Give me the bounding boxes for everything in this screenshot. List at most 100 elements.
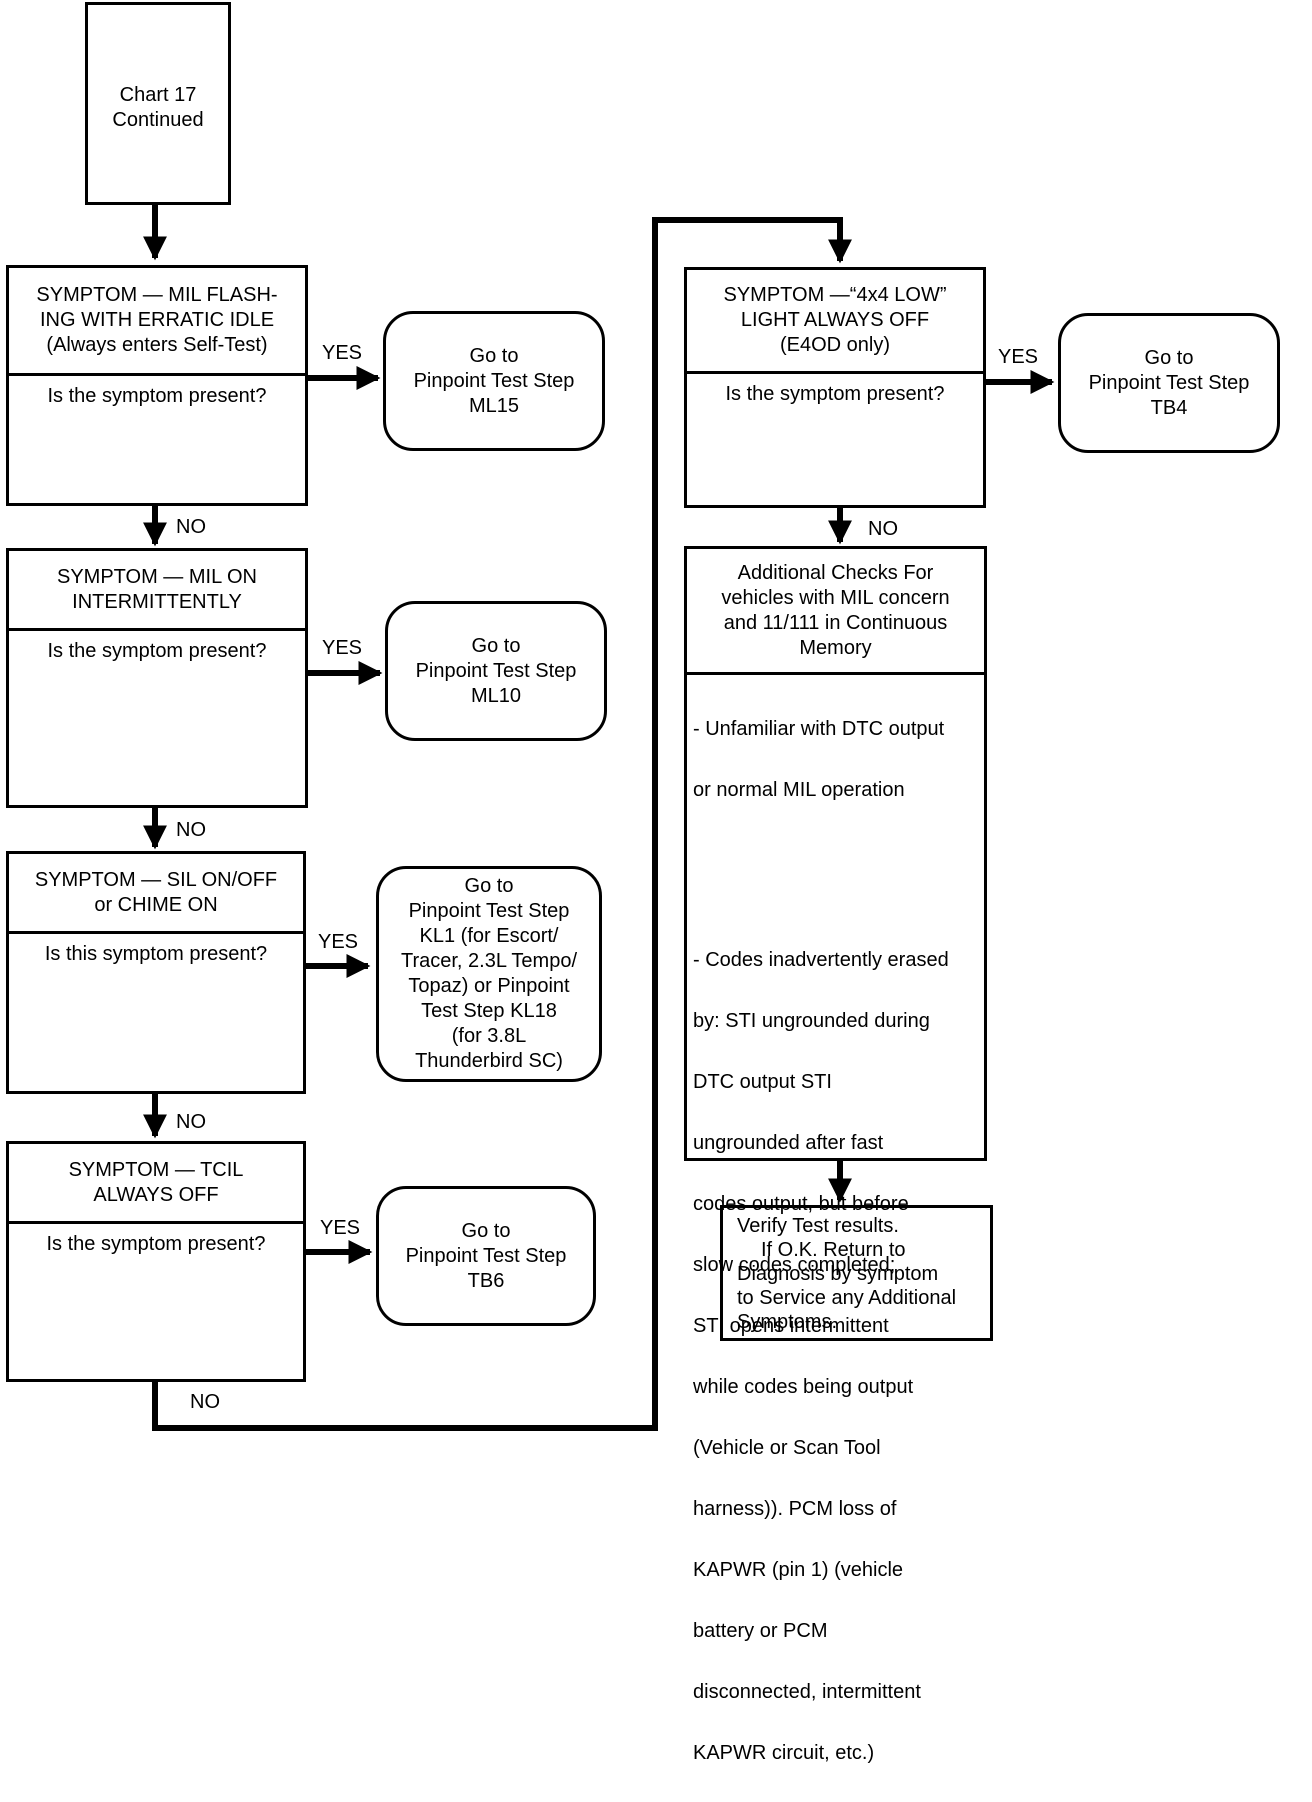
no-label: NO	[176, 819, 206, 841]
check-line: DTC output STI	[693, 1071, 832, 1093]
symptom-title: SYMPTOM — TCIL ALWAYS OFF	[9, 1144, 303, 1224]
action-box-kl1-kl18: Go to Pinpoint Test Step KL1 (for Escort…	[376, 866, 602, 1082]
check-line: harness)). PCM loss of	[693, 1498, 897, 1520]
symptom-title: SYMPTOM — MIL ON INTERMITTENTLY	[9, 551, 305, 631]
title-line: SYMPTOM — TCIL	[68, 1158, 244, 1181]
action-line: Thunderbird SC)	[415, 1050, 563, 1072]
title-line: (E4OD only)	[779, 334, 891, 356]
check-line: codes output, but before	[693, 1193, 909, 1215]
action-line: Pinpoint Test Step	[1088, 371, 1250, 394]
start-line: Continued	[112, 109, 204, 131]
no-label: NO	[176, 1111, 206, 1133]
question-text: Is the symptom present?	[47, 385, 267, 407]
action-box-ml15: Go to Pinpoint Test Step ML15	[383, 311, 605, 451]
title-line: SYMPTOM — MIL FLASH-	[36, 284, 278, 306]
title-line: Memory	[799, 636, 872, 659]
action-line: Pinpoint Test Step	[405, 1244, 567, 1267]
no-label: NO	[190, 1391, 220, 1413]
check-line: ungrounded after fast	[693, 1132, 884, 1154]
action-line: ML10	[470, 684, 522, 707]
check-line: KAPWR (pin 1) (vehicle	[693, 1559, 904, 1581]
symptom-box-mil-flashing: SYMPTOM — MIL FLASH- ING WITH ERRATIC ID…	[6, 265, 308, 506]
check-line: - Codes inadvertently erased	[693, 949, 949, 971]
action-box-tb4: Go to Pinpoint Test Step TB4	[1058, 313, 1280, 453]
yes-label: YES	[322, 637, 363, 659]
action-box-tb6: Go to Pinpoint Test Step TB6	[376, 1186, 596, 1326]
symptom-question: Is this symptom present?	[9, 934, 303, 967]
check-item-unfamiliar: - Unfamiliar with DTC output or normal M…	[693, 681, 980, 839]
connector-lines	[143, 205, 1055, 1431]
action-line: Go to	[1144, 346, 1194, 369]
check-line: or normal MIL operation	[693, 779, 905, 801]
action-line: Go to	[461, 1219, 511, 1242]
action-line: (for 3.8L	[451, 1025, 527, 1047]
check-line: by: STI ungrounded during	[693, 1010, 930, 1032]
check-line: battery or PCM	[693, 1620, 828, 1642]
action-line: Pinpoint Test Step	[413, 369, 575, 392]
action-line: TB6	[467, 1269, 505, 1292]
verify-box: Verify Test results. If O.K. Return to D…	[720, 1205, 993, 1341]
action-box-ml10: Go to Pinpoint Test Step ML10	[385, 601, 607, 741]
symptom-question: Is the symptom present?	[9, 376, 305, 409]
symptom-box-mil-intermittent: SYMPTOM — MIL ON INTERMITTENTLY Is the s…	[6, 548, 308, 808]
additional-checks-box: Additional Checks For vehicles with MIL …	[684, 546, 987, 1764]
check-line: while codes being output	[693, 1376, 914, 1398]
symptom-box-4x4-low: SYMPTOM —“4x4 LOW” LIGHT ALWAYS OFF (E4O…	[684, 267, 986, 508]
symptom-box-sil-chime: SYMPTOM — SIL ON/OFF or CHIME ON Is this…	[6, 851, 306, 1094]
action-line: Pinpoint Test Step	[408, 900, 570, 922]
start-line: Chart 17	[119, 84, 197, 106]
no-label: NO	[868, 518, 898, 540]
symptom-title: SYMPTOM — MIL FLASH- ING WITH ERRATIC ID…	[9, 268, 305, 376]
question-text: Is this symptom present?	[44, 943, 268, 965]
yes-label: YES	[318, 931, 359, 953]
title-line: INTERMITTENTLY	[72, 590, 242, 613]
check-line: (Vehicle or Scan Tool	[693, 1437, 881, 1459]
title-line: (Always enters Self-Test)	[46, 334, 268, 356]
title-line: ALWAYS OFF	[93, 1183, 219, 1206]
action-line: Tracer, 2.3L Tempo/	[400, 950, 577, 972]
check-line: slow codes completed;	[693, 1254, 896, 1276]
yes-label: YES	[998, 346, 1039, 368]
action-line: Topaz) or Pinpoint	[408, 975, 570, 997]
title-line: SYMPTOM — SIL ON/OFF	[34, 868, 278, 891]
title-line: SYMPTOM —“4x4 LOW”	[723, 284, 947, 306]
check-line: KAPWR circuit, etc.)	[693, 1742, 875, 1764]
action-line: TB4	[1150, 396, 1188, 419]
title-line: LIGHT ALWAYS OFF	[740, 309, 930, 331]
title-line: vehicles with MIL concern	[721, 586, 950, 609]
symptom-title: SYMPTOM — SIL ON/OFF or CHIME ON	[9, 854, 303, 934]
arrow-no-s4-path	[152, 217, 852, 1431]
question-text: Is the symptom present?	[725, 383, 945, 405]
additional-checks-title: Additional Checks For vehicles with MIL …	[687, 549, 984, 675]
action-line: ML15	[468, 394, 520, 417]
symptom-box-tcil: SYMPTOM — TCIL ALWAYS OFF Is the symptom…	[6, 1141, 306, 1382]
verify-line: Diagnosis by symptom	[737, 1263, 939, 1285]
question-text: Is the symptom present?	[46, 1233, 266, 1255]
title-line: ING WITH ERRATIC IDLE	[39, 309, 275, 331]
title-line: and 11/111 in Continuous	[723, 611, 948, 634]
verify-line: to Service any Additional	[737, 1287, 957, 1309]
no-label: NO	[176, 516, 206, 538]
symptom-question: Is the symptom present?	[9, 1224, 303, 1257]
action-line: Go to	[469, 344, 519, 367]
action-line: Test Step KL18	[421, 1000, 557, 1022]
title-line: SYMPTOM — MIL ON	[56, 565, 258, 588]
verify-line: Symptoms.	[737, 1311, 838, 1333]
action-line: Go to	[464, 875, 514, 897]
action-line: Go to	[471, 634, 521, 657]
yes-label: YES	[322, 342, 363, 364]
yes-label: YES	[320, 1217, 361, 1239]
title-line: or CHIME ON	[94, 893, 218, 916]
check-line: disconnected, intermittent	[693, 1681, 921, 1703]
check-line: STI opens intermittent	[693, 1315, 889, 1337]
check-line: - Unfamiliar with DTC output	[693, 718, 945, 740]
check-item-codes-erased: - Codes inadvertently erased by: STI ung…	[693, 912, 980, 1802]
start-box: Chart 17 Continued	[85, 2, 231, 205]
action-line: KL1 (for Escort/	[419, 925, 559, 947]
symptom-question: Is the symptom present?	[9, 631, 305, 664]
action-line: Pinpoint Test Step	[415, 659, 577, 682]
verify-line: Verify Test results.	[737, 1215, 899, 1237]
title-line: Additional Checks For	[737, 561, 934, 584]
symptom-title: SYMPTOM —“4x4 LOW” LIGHT ALWAYS OFF (E4O…	[687, 270, 983, 374]
question-text: Is the symptom present?	[47, 640, 267, 662]
